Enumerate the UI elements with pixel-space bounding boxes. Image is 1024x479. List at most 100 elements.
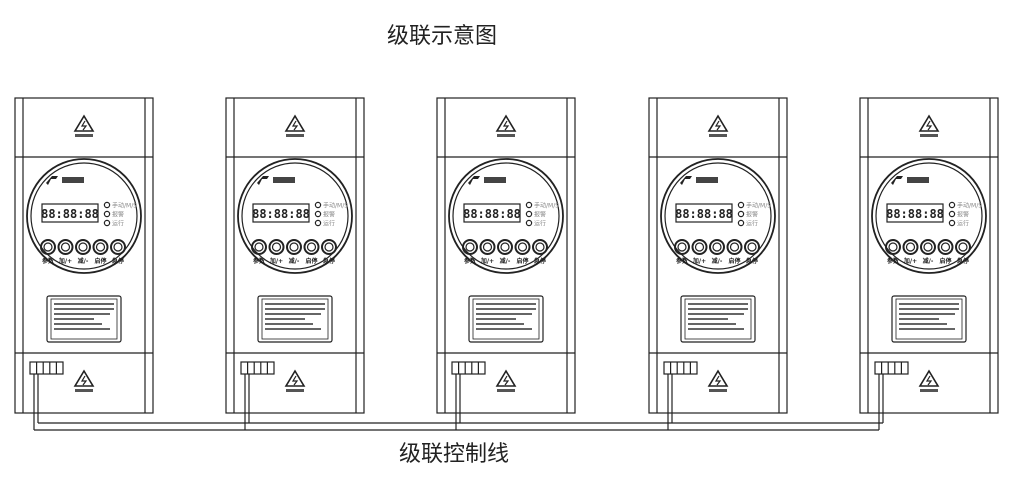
cascade-control-wires — [33, 374, 884, 431]
button-label: 参数 — [463, 257, 477, 265]
control-panel — [664, 162, 772, 270]
panel-button[interactable] — [709, 239, 725, 255]
warning-caption — [497, 389, 515, 392]
panel-button[interactable] — [920, 239, 936, 255]
nameplate — [468, 295, 544, 343]
panel-button[interactable] — [497, 239, 513, 255]
button-label: 参数 — [675, 257, 689, 265]
brand-name — [273, 177, 295, 183]
cascade-connector — [874, 361, 909, 375]
inverter-device-3: 88:88:88手动/M/S报警运行参数加/+减/-启停急停 — [436, 97, 576, 414]
display-readout: 88:88:88 — [675, 207, 733, 221]
display-readout: 88:88:88 — [886, 207, 944, 221]
indicator-led — [525, 219, 533, 227]
panel-button[interactable] — [674, 239, 690, 255]
panel-button[interactable] — [691, 239, 708, 255]
control-panel-ring — [26, 158, 142, 274]
panel-button[interactable] — [57, 239, 74, 255]
panel-button-inner — [289, 242, 299, 252]
inverter-device-5: 88:88:88手动/M/S报警运行参数加/+减/-启停急停 — [859, 97, 999, 414]
led-display — [252, 203, 310, 223]
panel-button[interactable] — [532, 239, 548, 255]
panel-button[interactable] — [937, 239, 954, 255]
indicator-label: 运行 — [957, 220, 969, 228]
nameplate-text — [54, 313, 110, 315]
panel-button[interactable] — [462, 239, 478, 255]
brand-logo-icon — [891, 176, 903, 185]
nameplate-text — [265, 308, 325, 310]
lightning-bolt — [502, 375, 510, 386]
diagram-title: 级联示意图 — [386, 24, 497, 49]
panel-button[interactable] — [514, 239, 531, 255]
lightning-bolt — [925, 120, 933, 131]
control-panel — [452, 162, 560, 270]
nameplate-text — [54, 318, 94, 320]
panel-button-inner — [535, 242, 545, 252]
button-label: 启停 — [728, 257, 740, 265]
panel-button-inner — [729, 242, 740, 252]
nameplate-text — [54, 328, 110, 330]
panel-button[interactable] — [303, 239, 320, 255]
warning-icon — [495, 369, 517, 392]
lightning-bolt — [925, 375, 933, 386]
control-panel-ring — [448, 158, 564, 274]
panel-button[interactable] — [885, 239, 901, 255]
wire-label: 级联控制线 — [398, 442, 509, 467]
nameplate — [891, 295, 967, 343]
display-readout: 88:88:88 — [41, 207, 99, 221]
panel-button[interactable] — [726, 239, 743, 255]
button-label: 启停 — [94, 257, 106, 265]
panel-button[interactable] — [251, 239, 267, 255]
nameplate-text — [265, 303, 325, 305]
nameplate — [46, 295, 122, 343]
panel-button[interactable] — [40, 239, 56, 255]
button-label: 急停 — [746, 257, 758, 265]
led-display — [675, 203, 733, 223]
panel-button-inner — [940, 242, 951, 252]
button-label: 参数 — [252, 257, 266, 265]
warning-caption — [286, 389, 304, 392]
nameplate-text — [688, 328, 744, 330]
panel-button[interactable] — [110, 239, 126, 255]
panel-button-inner — [271, 242, 282, 252]
panel-button[interactable] — [955, 239, 971, 255]
panel-button[interactable] — [268, 239, 285, 255]
lightning-bolt — [291, 375, 299, 386]
warning-caption — [75, 134, 93, 137]
indicator-label: 运行 — [112, 220, 124, 228]
cascade-connector — [663, 361, 698, 375]
nameplate-text — [265, 318, 305, 320]
panel-button-inner — [43, 242, 53, 252]
button-label: 减/- — [289, 257, 300, 265]
nameplate — [257, 295, 333, 343]
nameplate-text — [476, 328, 532, 330]
control-panel-ring — [871, 158, 987, 274]
indicator-label: 运行 — [323, 220, 335, 228]
panel-button-inner — [923, 242, 933, 252]
panel-button[interactable] — [321, 239, 337, 255]
panel-button[interactable] — [479, 239, 496, 255]
led-display — [463, 203, 521, 223]
button-label: 急停 — [112, 257, 124, 265]
indicator-label: 报警 — [534, 211, 546, 219]
panel-button[interactable] — [744, 239, 760, 255]
nameplate-text — [265, 323, 313, 325]
display-readout: 88:88:88 — [252, 207, 310, 221]
warning-triangle — [495, 114, 517, 132]
indicator-led — [103, 210, 111, 218]
button-label: 启停 — [939, 257, 951, 265]
warning-caption — [75, 389, 93, 392]
lightning-bolt — [714, 120, 722, 131]
panel-button-inner — [500, 242, 510, 252]
panel-button[interactable] — [75, 239, 91, 255]
warning-triangle — [918, 114, 940, 132]
warning-caption — [920, 389, 938, 392]
panel-button[interactable] — [902, 239, 919, 255]
button-label: 参数 — [41, 257, 55, 265]
panel-button[interactable] — [92, 239, 109, 255]
panel-button-inner — [78, 242, 88, 252]
button-label: 加/+ — [903, 257, 917, 265]
panel-button[interactable] — [286, 239, 302, 255]
indicator-led — [948, 210, 956, 218]
lightning-bolt — [714, 375, 722, 386]
